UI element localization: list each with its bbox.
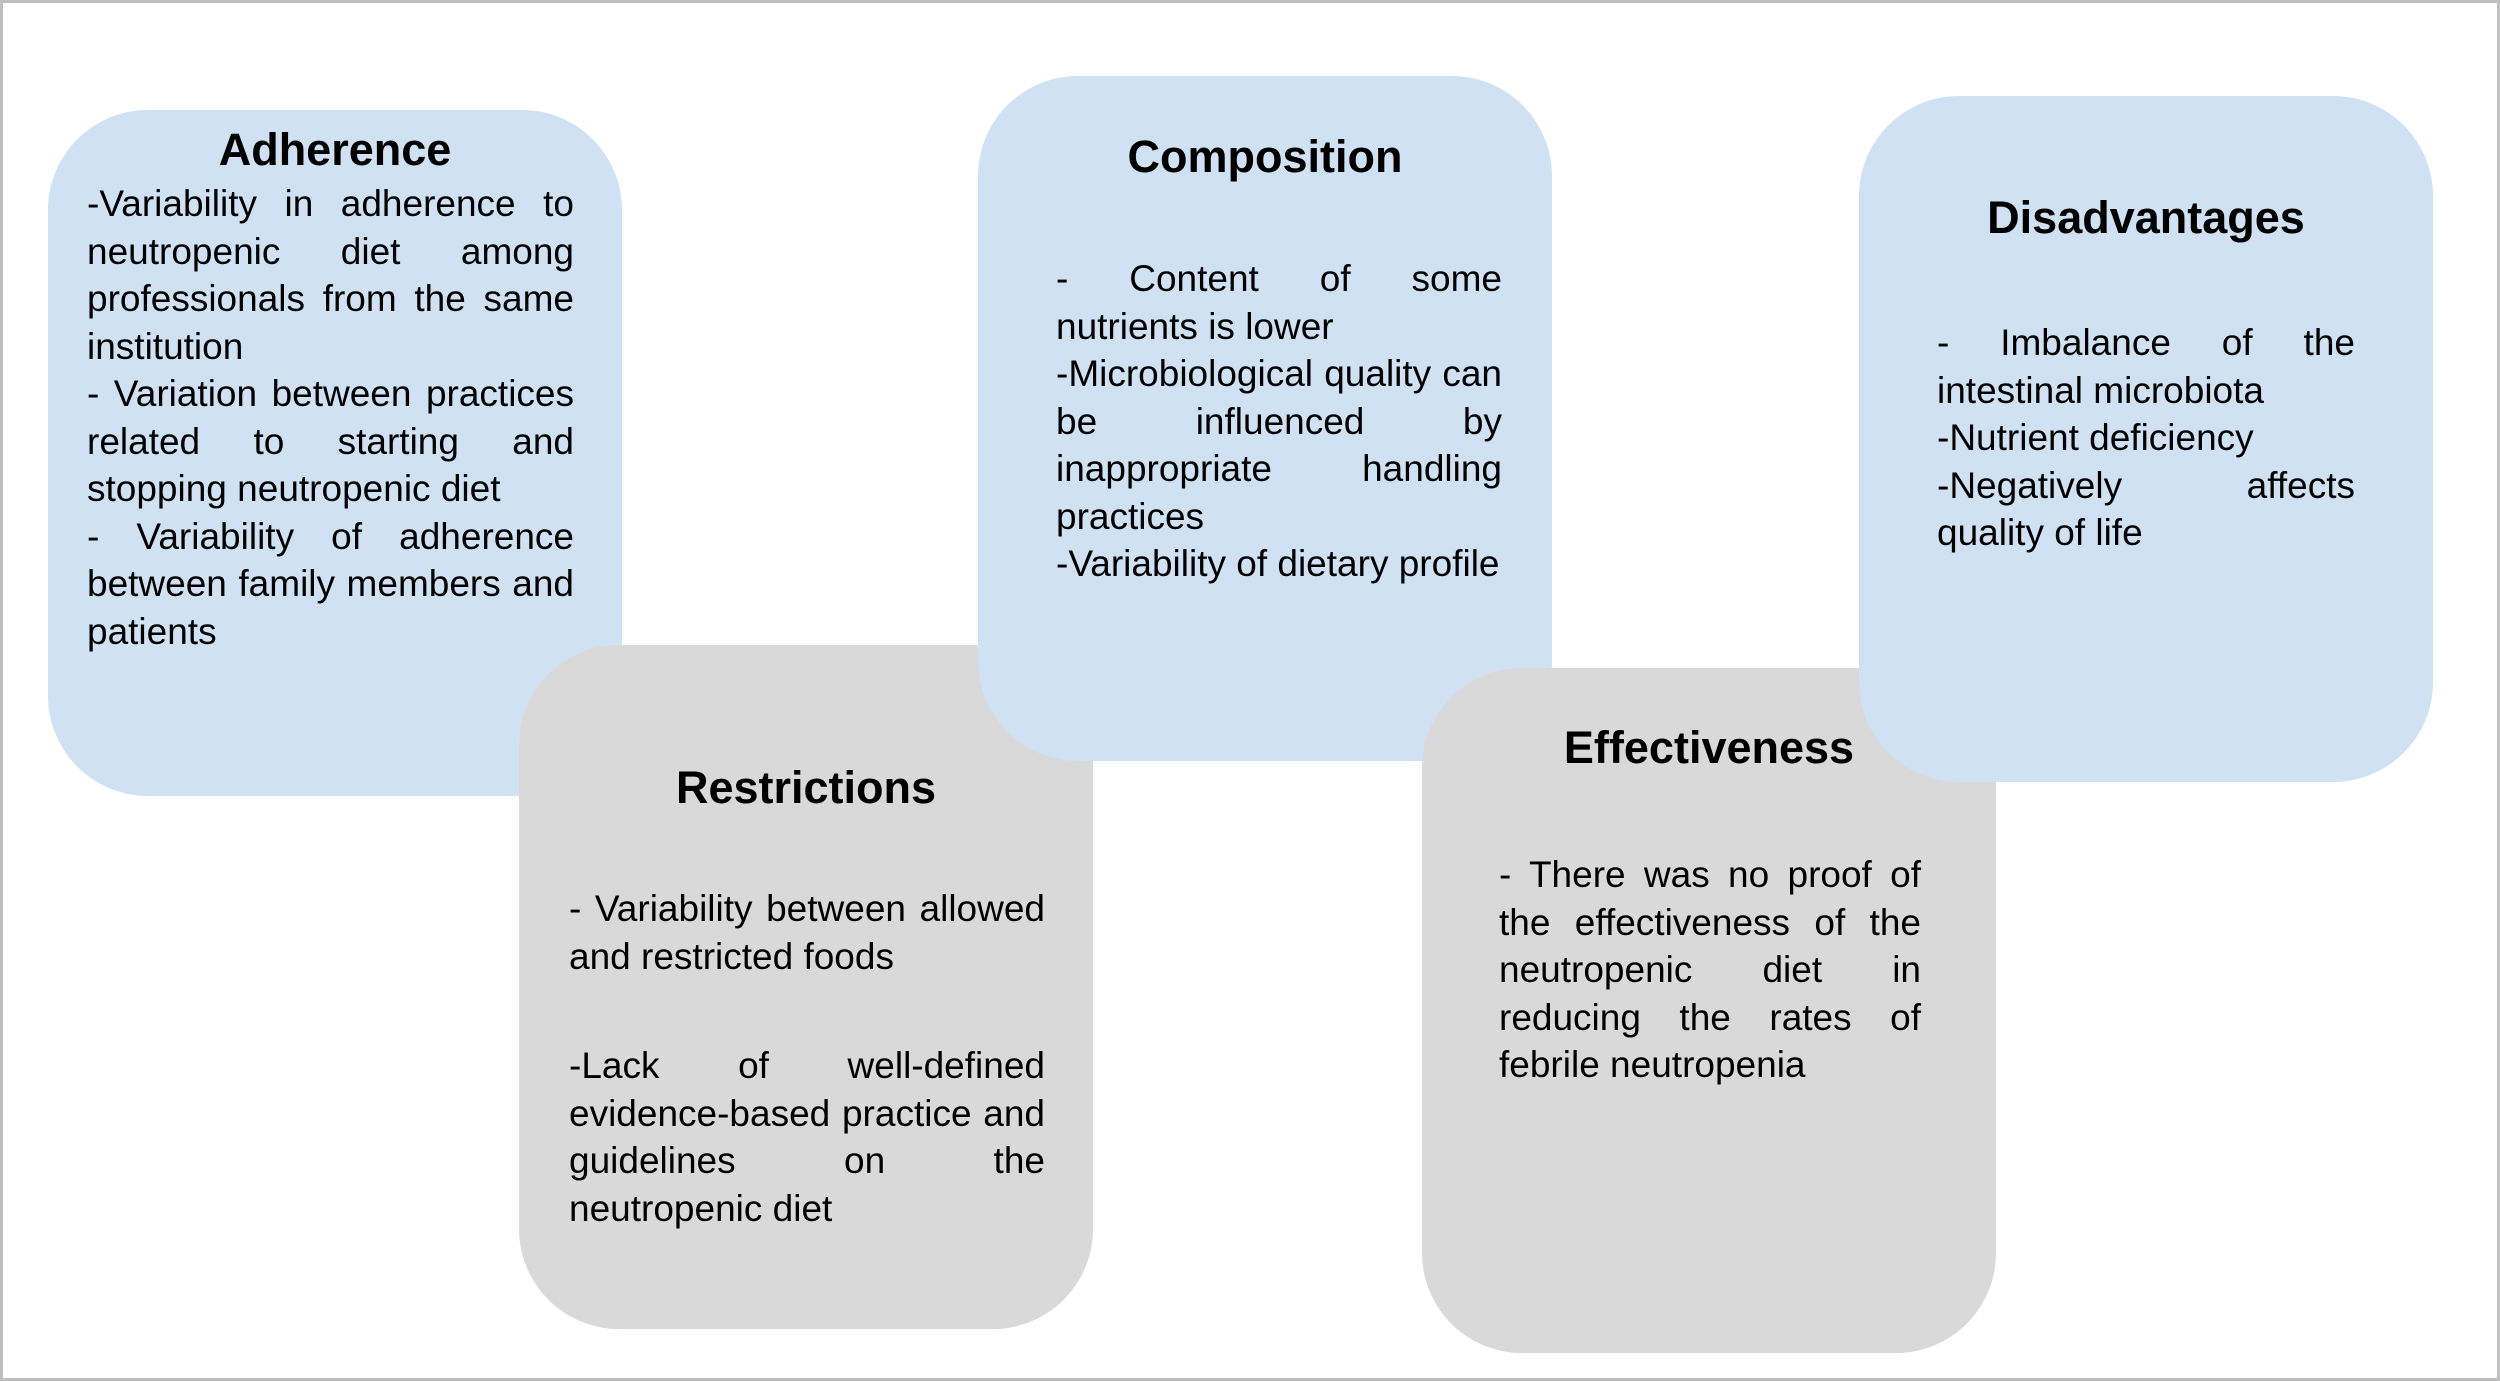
composition-box: Composition - Content of some nutrients …: [978, 76, 1552, 761]
composition-item: -Microbiological quality can be influenc…: [1056, 353, 1502, 537]
adherence-item: -Variability in adherence to neutropenic…: [87, 183, 574, 367]
restrictions-item: -Lack of well-defined evidence-based pra…: [569, 1045, 1045, 1229]
disadvantages-title: Disadvantages: [1987, 192, 2305, 243]
effectiveness-body: - There was no proof of the effectivenes…: [1499, 851, 1921, 1089]
adherence-body: -Variability in adherence to neutropenic…: [87, 180, 574, 655]
disadvantages-item: -Nutrient deficiency: [1937, 417, 2254, 458]
disadvantages-body: - Imbalance of the intestinal microbiota…: [1937, 319, 2355, 557]
composition-item: -Variability of dietary profile: [1056, 543, 1500, 584]
adherence-item: - Variation between practices related to…: [87, 373, 574, 509]
effectiveness-box: Effectiveness - There was no proof of th…: [1422, 668, 1996, 1353]
restrictions-title: Restrictions: [675, 762, 937, 813]
restrictions-box: Restrictions - Variability between allow…: [519, 645, 1093, 1329]
restrictions-item: - Variability between allowed and restri…: [569, 888, 1045, 977]
adherence-title: Adherence: [218, 124, 452, 175]
adherence-item: - Variability of adherence between famil…: [87, 515, 574, 652]
adherence-box: Adherence -Variability in adherence to n…: [48, 110, 622, 796]
restrictions-body: - Variability between allowed and restri…: [569, 885, 1045, 1232]
composition-item: - Content of some nutrients is lower: [1056, 258, 1502, 347]
composition-title: Composition: [1127, 131, 1403, 182]
effectiveness-title: Effectiveness: [1563, 722, 1855, 773]
disadvantages-item: - Imbalance of the intestinal microbiota: [1937, 322, 2355, 411]
disadvantages-box: Disadvantages - Imbalance of the intesti…: [1859, 96, 2433, 782]
effectiveness-item: - There was no proof of the effectivenes…: [1499, 854, 1921, 1085]
composition-body: - Content of some nutrients is lower -Mi…: [1056, 255, 1502, 588]
restrictions-gap: [569, 980, 1045, 1042]
disadvantages-item: -Negatively affects quality of life: [1937, 464, 2355, 554]
